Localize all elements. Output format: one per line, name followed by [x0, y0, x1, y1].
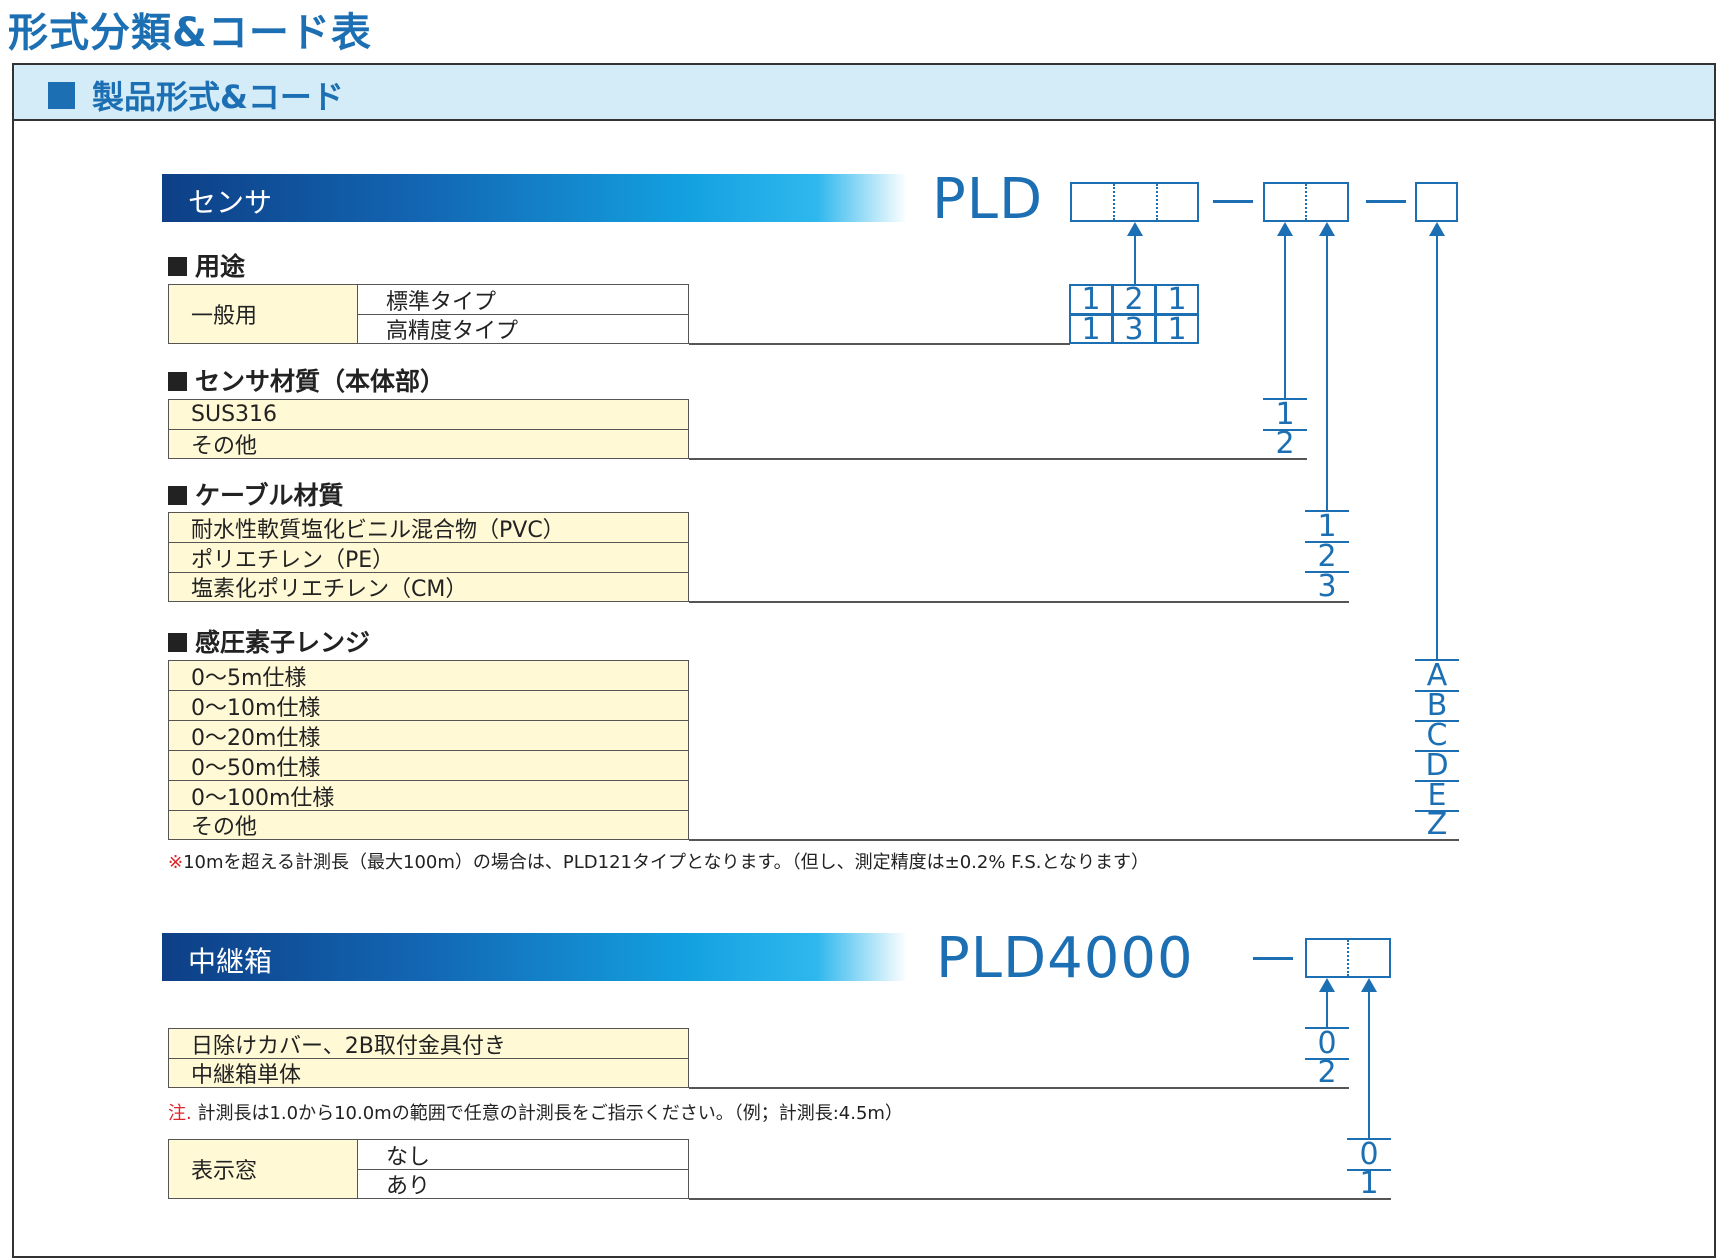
use-code-digit: 1 — [1155, 312, 1199, 347]
range-code: B — [1415, 691, 1459, 722]
material-row: SUS316 — [168, 399, 689, 430]
range-code: Z — [1426, 807, 1448, 842]
arrow-up-icon — [1429, 222, 1445, 236]
sensor-code-box-1 — [1070, 182, 1199, 222]
window-row-none: なし — [357, 1139, 689, 1170]
square-bullet-icon — [48, 82, 75, 109]
relay-note: 注. 計測長は1.0から10.0mの範囲で任意の計測長をご指示ください。（例；計… — [168, 1103, 903, 1124]
use-section-title: 用途 — [168, 247, 245, 283]
material-code: 2 — [1275, 426, 1295, 461]
material-code: 1 — [1263, 400, 1307, 431]
cable-row: 塩素化ポリエチレン（CM） — [168, 572, 689, 602]
range-row: その他 — [168, 810, 689, 840]
cover-row: 中継箱単体 — [168, 1058, 689, 1088]
material-row: その他 — [168, 429, 689, 459]
range-row: 0～20m仕様 — [168, 720, 689, 751]
range-row: 0～100m仕様 — [168, 780, 689, 811]
sensor-model-prefix: PLD — [932, 167, 1044, 232]
sensor-band — [162, 174, 907, 222]
square-bullet-icon — [168, 372, 187, 391]
use-row-standard: 標準タイプ — [357, 284, 689, 315]
cable-section-title: ケーブル材質 — [168, 476, 344, 512]
hyphen-2 — [1366, 200, 1406, 203]
use-code-digit: 1 — [1155, 282, 1199, 317]
sensor-code-box-3 — [1415, 182, 1458, 222]
cover-code: 2 — [1317, 1055, 1337, 1090]
square-bullet-icon — [168, 633, 187, 652]
hyphen-3 — [1253, 957, 1293, 960]
window-code: 1 — [1359, 1166, 1379, 1201]
use-code-digit: 1 — [1069, 282, 1113, 317]
cable-row: 耐水性軟質塩化ビニル混合物（PVC） — [168, 512, 689, 543]
frame-title: 製品形式&コード — [92, 78, 344, 116]
frame-header — [14, 65, 1714, 121]
range-row: 0～10m仕様 — [168, 690, 689, 721]
relay-band — [162, 933, 907, 981]
window-row-yes: あり — [357, 1169, 689, 1199]
cable-row: ポリエチレン（PE） — [168, 542, 689, 573]
cover-row: 日除けカバー、2B取付金具付き — [168, 1028, 689, 1059]
sensor-note: ※10mを超える計測長（最大100m）の場合は、PLD121タイプとなります。（… — [168, 852, 1149, 873]
range-section-title: 感圧素子レンジ — [168, 623, 370, 659]
window-code: 0 — [1347, 1140, 1391, 1171]
cover-code: 0 — [1305, 1029, 1349, 1060]
use-code-digit: 1 — [1069, 312, 1113, 347]
range-code: D — [1415, 751, 1459, 782]
range-code: C — [1415, 721, 1459, 752]
use-group-cell: 一般用 — [168, 284, 358, 344]
square-bullet-icon — [168, 257, 187, 276]
relay-model-prefix: PLD4000 — [936, 926, 1194, 991]
relay-band-label: 中継箱 — [188, 945, 273, 978]
page-title: 形式分類&コード表 — [8, 10, 372, 56]
arrow-up-icon — [1319, 978, 1335, 992]
range-row: 0～5m仕様 — [168, 660, 689, 691]
cable-code: 1 — [1305, 512, 1349, 543]
arrow-up-icon — [1127, 222, 1143, 236]
range-row: 0～50m仕様 — [168, 750, 689, 781]
range-code: A — [1415, 661, 1459, 692]
use-row-precision: 高精度タイプ — [357, 314, 689, 344]
range-code: E — [1415, 781, 1459, 812]
square-bullet-icon — [168, 486, 187, 505]
use-code-digit: 2 — [1112, 282, 1156, 317]
material-section-title: センサ材質（本体部） — [168, 362, 445, 398]
arrow-up-icon — [1361, 978, 1377, 992]
use-code-digit: 3 — [1112, 312, 1156, 347]
hyphen-1 — [1213, 200, 1253, 203]
cable-code: 2 — [1305, 542, 1349, 573]
arrow-up-icon — [1319, 222, 1335, 236]
cable-code: 3 — [1317, 569, 1337, 604]
sensor-band-label: センサ — [188, 186, 273, 219]
arrow-up-icon — [1277, 222, 1293, 236]
window-group-cell: 表示窓 — [168, 1139, 358, 1199]
